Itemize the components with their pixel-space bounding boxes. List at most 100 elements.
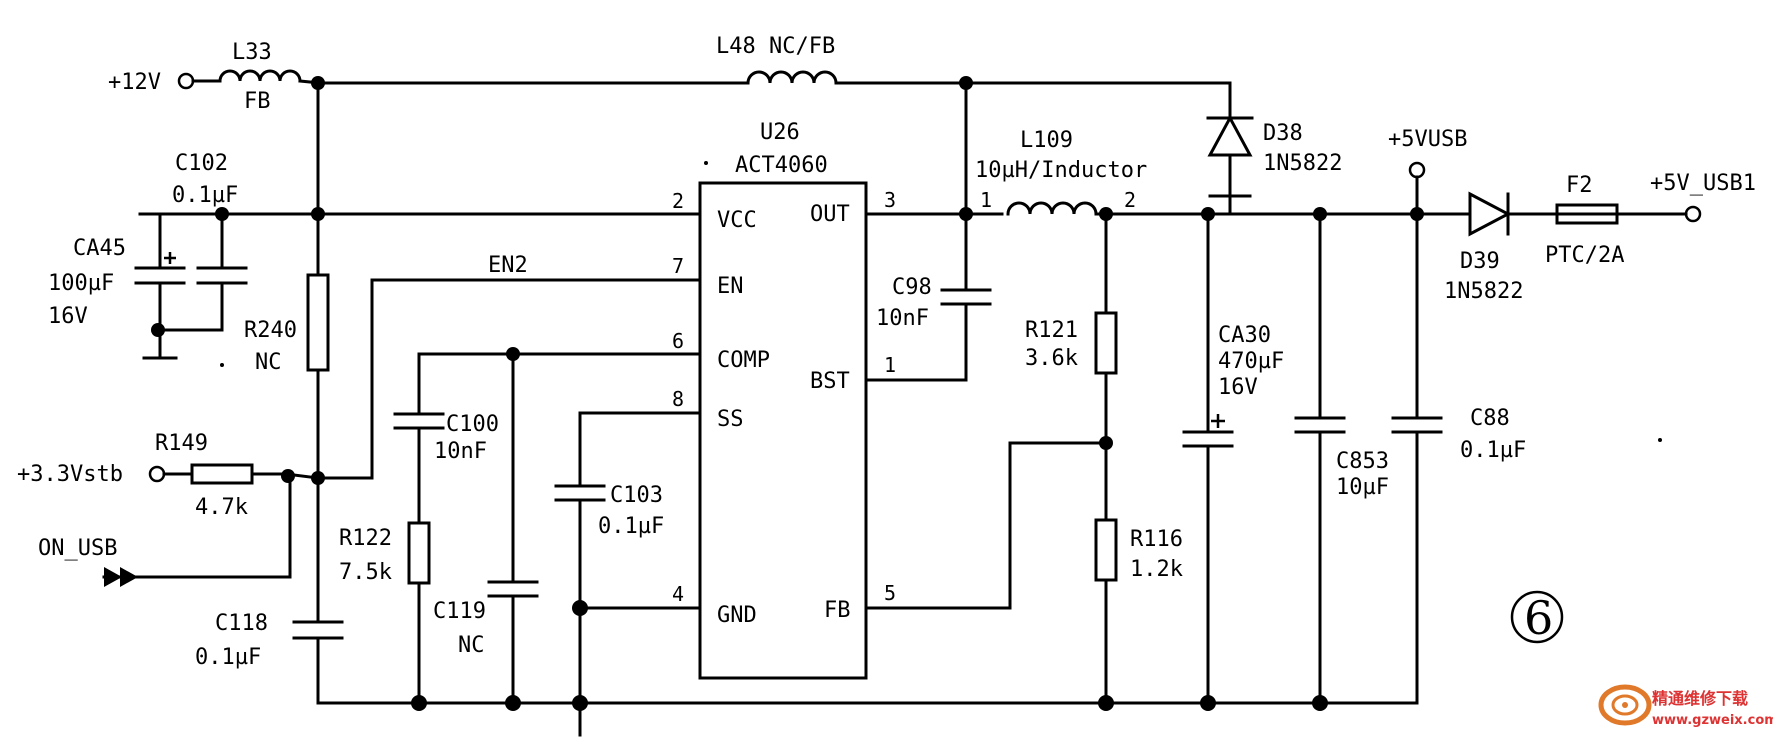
label-ca30: CA30 <box>1218 323 1271 348</box>
label-c88-val: 0.1µF <box>1460 438 1526 463</box>
label-r240-val: NC <box>255 350 282 375</box>
diode-d39 <box>1468 191 1512 237</box>
label-c102-val: 0.1µF <box>172 183 238 208</box>
capacitor-c103 <box>554 411 606 737</box>
ic-u26 <box>698 181 868 680</box>
junction <box>1200 695 1216 711</box>
label-c853-val: 10µF <box>1336 475 1389 500</box>
label-u26-part: ACT4060 <box>735 153 828 178</box>
pin-gnd: GND <box>717 603 757 628</box>
label-f2: F2 <box>1566 173 1593 198</box>
label-c98: C98 <box>892 275 932 300</box>
junction <box>411 695 427 711</box>
watermark-logo <box>1598 684 1652 726</box>
inductor-l33 <box>218 69 302 83</box>
capacitor-c119 <box>487 352 539 705</box>
label-r121-val: 3.6k <box>1025 346 1078 371</box>
inductor-l48 <box>746 70 838 85</box>
resistor-r122 <box>407 521 431 705</box>
label-l109: L109 <box>1020 128 1073 153</box>
label-c88: C88 <box>1470 406 1510 431</box>
label-d39: D39 <box>1460 249 1500 274</box>
junction <box>1312 695 1328 711</box>
sheet-number-circle <box>1510 590 1564 644</box>
pin-en: EN <box>717 274 744 299</box>
capacitor-c88 <box>1391 212 1443 705</box>
label-d39-val: 1N5822 <box>1444 279 1523 304</box>
vin-33v-terminal <box>148 465 166 483</box>
label-c103: C103 <box>610 483 663 508</box>
label-r122: R122 <box>339 526 392 551</box>
label-c118: C118 <box>215 611 268 636</box>
label-r122-val: 7.5k <box>339 560 392 585</box>
label-33vstb: +3.3Vstb <box>17 462 123 487</box>
label-l109-val: 10µH/Inductor <box>975 158 1147 183</box>
label-r116: R116 <box>1130 527 1183 552</box>
label-c103-val: 0.1µF <box>598 514 664 539</box>
pin-out: OUT <box>810 202 850 227</box>
label-c118-val: 0.1µF <box>195 645 261 670</box>
resistor-r149 <box>190 463 254 485</box>
junction <box>1098 695 1114 711</box>
label-l33-val: FB <box>244 89 271 114</box>
label-d38-val: 1N5822 <box>1263 151 1342 176</box>
pin-num-6: 6 <box>672 329 684 353</box>
l109-pin-2: 2 <box>1124 188 1136 212</box>
junction <box>281 469 295 483</box>
label-ca45: CA45 <box>73 236 126 261</box>
pin-vcc: VCC <box>717 208 757 233</box>
label-l48: L48 NC/FB <box>716 34 835 59</box>
label-ca45-val: 100µF <box>48 271 114 296</box>
junction <box>151 323 165 337</box>
l109-pin-1: 1 <box>980 188 992 212</box>
capacitor-c100 <box>393 352 445 525</box>
pin-num-4: 4 <box>672 582 684 606</box>
pin-num-3: 3 <box>884 188 896 212</box>
tp-5vusb <box>1408 161 1426 179</box>
label-c98-val: 10nF <box>876 306 929 331</box>
label-c100: C100 <box>446 412 499 437</box>
label-c119-val: NC <box>458 633 485 658</box>
label-f2-val: PTC/2A <box>1545 243 1624 268</box>
label-r149: R149 <box>155 431 208 456</box>
resistor-r240 <box>306 273 330 480</box>
capacitor-c102 <box>158 212 248 332</box>
resistor-r121 <box>1094 212 1118 522</box>
pin-num-5: 5 <box>884 581 896 605</box>
junction <box>505 695 521 711</box>
pin-num-1: 1 <box>884 353 896 377</box>
pin-num-2: 2 <box>672 189 684 213</box>
capacitor-ca30 <box>1182 212 1234 705</box>
label-c100-val: 10nF <box>434 439 487 464</box>
out-5v-usb1-terminal <box>1684 205 1702 223</box>
label-12v: +12V <box>108 70 161 95</box>
speck <box>1658 438 1662 442</box>
label-c853: C853 <box>1336 449 1389 474</box>
label-r116-val: 1.2k <box>1130 557 1183 582</box>
pin-num-8: 8 <box>672 387 684 411</box>
junction <box>572 695 588 711</box>
diode-d38 <box>1206 114 1254 198</box>
inductor-l109 <box>1006 201 1098 216</box>
label-r121: R121 <box>1025 318 1078 343</box>
label-on-usb: ON_USB <box>38 536 117 561</box>
pin-fb: FB <box>824 598 851 623</box>
pin-num-7: 7 <box>672 254 684 278</box>
label-c119: C119 <box>433 599 486 624</box>
label-u26: U26 <box>760 120 800 145</box>
label-r149-val: 4.7k <box>195 495 248 520</box>
label-ca45-v: 16V <box>48 304 88 329</box>
label-c102: C102 <box>175 151 228 176</box>
speck <box>220 363 224 367</box>
junction <box>572 600 588 616</box>
watermark-cn: 精通维修下载 <box>1652 689 1748 708</box>
pin1-marker <box>704 161 708 165</box>
pin-ss: SS <box>717 407 744 432</box>
capacitor-c118 <box>292 620 344 705</box>
watermark-url: www.gzweix.com <box>1652 713 1773 728</box>
label-ca30-val: 470µF <box>1218 349 1284 374</box>
vin-12v-terminal <box>177 72 195 90</box>
pin-bst: BST <box>810 369 850 394</box>
resistor-r116 <box>1094 518 1118 705</box>
sheet-digit: 6 <box>1524 591 1553 645</box>
